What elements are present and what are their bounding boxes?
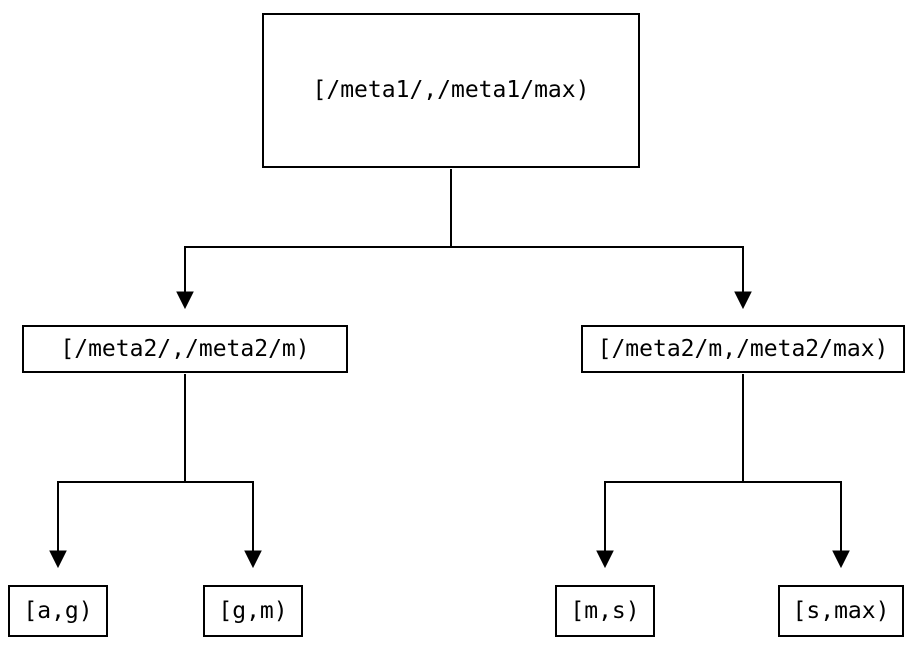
tree-node-mid-right: [/meta2/m,/meta2/max): [581, 325, 905, 373]
tree-node-root: [/meta1/,/meta1/max): [262, 13, 640, 168]
tree-node-leaf-gm: [g,m): [203, 585, 303, 637]
edge-mid-right-to-leaf-ms: [604, 374, 744, 551]
edge-mid-right-to-leaf-smax: [743, 481, 842, 551]
arrowhead-icon: [244, 550, 262, 569]
edge-mid-left-to-leaf-ag: [57, 374, 186, 551]
tree-node-leaf-smax: [s,max): [778, 585, 904, 637]
arrowhead-icon: [596, 550, 614, 569]
arrowhead-icon: [832, 550, 850, 569]
edge-root-to-mid-right: [451, 246, 744, 292]
edge-mid-left-to-leaf-gm: [185, 481, 254, 551]
tree-node-mid-left: [/meta2/,/meta2/m): [22, 325, 348, 373]
tree-node-leaf-ag: [a,g): [8, 585, 108, 637]
arrowhead-icon: [176, 291, 194, 310]
arrowhead-icon: [734, 291, 752, 310]
arrowhead-icon: [49, 550, 67, 569]
edge-root-to-mid-left: [184, 169, 452, 292]
tree-node-leaf-ms: [m,s): [555, 585, 655, 637]
